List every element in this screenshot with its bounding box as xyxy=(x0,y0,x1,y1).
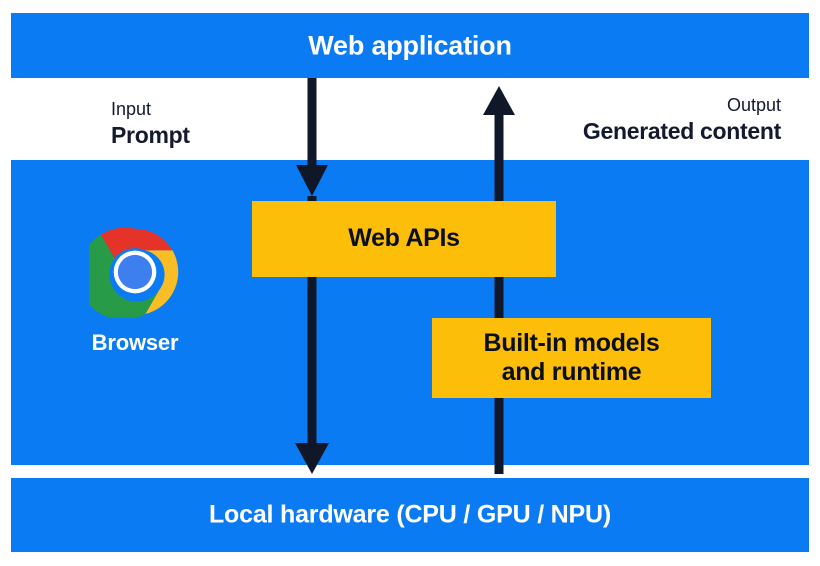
chrome-logo-icon xyxy=(89,227,179,318)
flow-label-output: Output Generated content xyxy=(583,95,781,145)
flow-output-kicker: Output xyxy=(726,95,781,115)
flow-label-input: Input Prompt xyxy=(111,99,190,149)
band-web-application-label: Web application xyxy=(308,30,512,60)
box-web-apis-label: Web APIs xyxy=(348,224,460,253)
band-local-hardware-label: Local hardware (CPU / GPU / NPU) xyxy=(208,500,611,529)
flow-input-value: Prompt xyxy=(111,121,190,148)
browser-badge: Browser xyxy=(73,226,197,356)
box-web-apis[interactable]: Web APIs xyxy=(252,201,556,277)
box-built-in-models-and-runtime-label: Built-in models and runtime xyxy=(483,329,659,388)
flow-output-value: Generated content xyxy=(582,117,781,144)
browser-label: Browser xyxy=(91,330,179,355)
box-built-in-line-1: Built-in models xyxy=(483,328,660,357)
box-built-in-models-and-runtime[interactable]: Built-in models and runtime xyxy=(432,318,711,398)
band-local-hardware: Local hardware (CPU / GPU / NPU) xyxy=(11,478,809,552)
flow-input-kicker: Input xyxy=(111,99,152,119)
box-built-in-line-2: and runtime xyxy=(501,358,642,386)
band-web-application: Web application xyxy=(11,13,809,78)
